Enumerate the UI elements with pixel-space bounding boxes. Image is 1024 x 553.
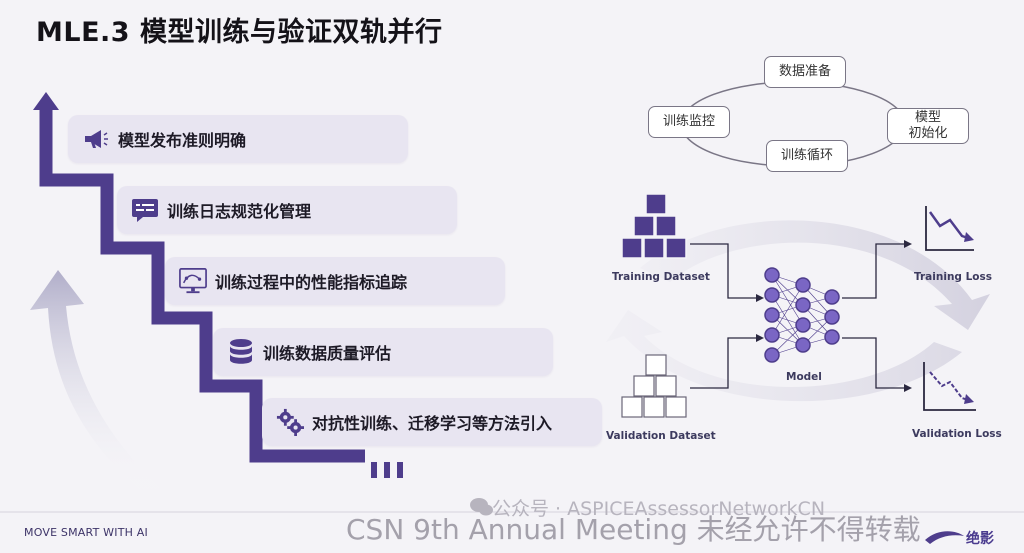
step-label: 训练数据质量评估 [263,344,392,363]
step-label: 训练过程中的性能指标追踪 [215,273,408,292]
training-loss-label: Training Loss [914,271,992,283]
cycle-train-loop: 训练循环 [766,140,848,172]
cycle-data-prep: 数据准备 [764,56,846,88]
step-metric-tracking: 训练过程中的性能指标追踪 [165,257,505,305]
validation-loss-chart-icon [923,362,976,411]
step-adversarial-transfer: 对抗性训练、迁移学习等方法引入 [262,398,602,446]
staircase-arrowhead [33,92,59,110]
cycle-train-monitor: 训练监控 [648,106,730,138]
event-watermark: CSN 9th Annual Meeting 未经允许不得转载 [346,513,921,546]
step-label: 模型发布准则明确 [118,131,247,150]
step-label: 训练日志规范化管理 [167,202,312,221]
brand-logo-icon [925,531,964,544]
wechat-icon [470,498,493,516]
validation-dataset-cubes [621,354,687,418]
brand-logo-text: 绝影 [966,531,994,547]
page-title: MLE.3 模型训练与验证双轨并行 [36,17,443,48]
step-release-criteria: 模型发布准则明确 [68,115,408,163]
step-data-quality: 训练数据质量评估 [213,328,553,376]
training-dataset-cubes [621,193,687,259]
validation-loss-label: Validation Loss [912,428,1002,440]
train-to-model-line [690,243,756,299]
model-label: Model [786,371,822,383]
training-loss-chart-icon [925,206,974,251]
model-to-valloss-line [842,337,904,389]
validation-dataset-label: Validation Dataset [606,430,716,442]
step-label: 对抗性训练、迁移学习等方法引入 [312,414,553,433]
wechat-watermark: 公众号 · ASPICEAssessorNetworkCN [492,498,826,520]
staircase-dashes [371,462,403,478]
log-message-icon [131,196,159,224]
model-to-trainloss-line [842,243,904,299]
cycle-model-init: 模型 初始化 [887,108,969,144]
footer-tagline: MOVE SMART WITH AI [24,526,148,539]
val-to-model-line [690,337,756,389]
training-dataset-label: Training Dataset [612,271,710,283]
megaphone-icon [82,125,110,153]
swoosh-bottom [606,310,962,402]
step-training-logs: 训练日志规范化管理 [117,186,457,234]
gears-icon [276,408,304,436]
monitor-chart-icon [179,267,207,295]
staircase-line [39,108,365,463]
growth-arrow [30,270,160,500]
database-icon [227,338,255,366]
